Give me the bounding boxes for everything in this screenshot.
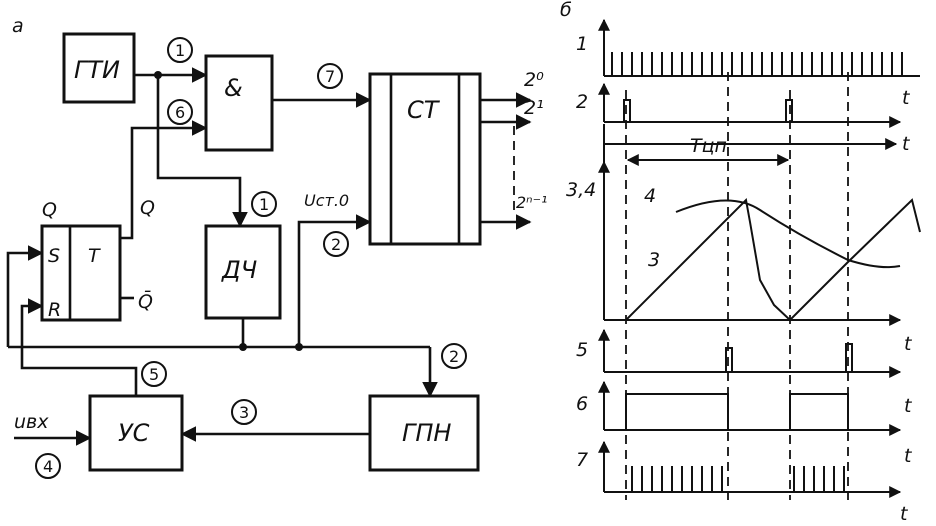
circled-number-1-divider: 1	[251, 191, 277, 217]
circled-number-3: 3	[231, 399, 257, 425]
circled-number-2-gpn: 2	[441, 343, 467, 369]
svg-text:2: 2	[449, 347, 459, 366]
timing-axis-7: 7 t t	[576, 440, 913, 525]
comparator-label: УС	[118, 419, 150, 447]
timing-axis-5-label: 5	[576, 339, 588, 361]
counter-block: СТ	[368, 72, 482, 246]
timing-axis-1: 1	[576, 18, 920, 77]
timing-axis-7-t: t	[900, 503, 909, 525]
timing-axis-3-4: 3,4 t 3 4	[566, 160, 921, 355]
svg-text:1: 1	[175, 41, 185, 60]
q-side-label: Q	[140, 197, 155, 219]
input-signal-label: uвх	[14, 411, 49, 433]
comparator-block: УС	[88, 394, 184, 472]
trigger-r-label: R	[48, 299, 61, 321]
counter-label: СТ	[407, 96, 441, 124]
timing-axis-2: 2 t	[576, 82, 911, 128]
svg-text:2: 2	[331, 235, 341, 254]
and-label: &	[224, 74, 243, 102]
circled-number-6: 6	[167, 99, 193, 125]
reference-lines	[625, 72, 849, 500]
timing-axis-7-t-mid: t	[904, 445, 913, 467]
timing-axis-2-label: 2	[576, 91, 588, 113]
trigger-t-label: T	[88, 245, 101, 267]
ramp-generator-block: ГПН	[368, 394, 480, 472]
panel-b-label: б	[560, 0, 572, 21]
circled-number-1-top: 1	[167, 37, 193, 63]
reset-signal-label: Uст.0	[304, 191, 349, 210]
gti-block: ГТИ	[62, 32, 136, 104]
circled-number-5: 5	[141, 361, 167, 387]
circled-number-2-reset: 2	[323, 231, 349, 257]
timing-axis-6: 6 t	[576, 380, 913, 436]
timing-axis-1-label: 1	[576, 33, 588, 55]
svg-text:4: 4	[43, 457, 53, 476]
period-axis-t: t	[902, 133, 911, 155]
timing-axis-3-4-label: 3,4	[566, 179, 596, 201]
panel-a-label: а	[12, 15, 24, 37]
curve-3-label: 3	[648, 249, 660, 271]
ramp-generator-label: ГПН	[402, 419, 451, 447]
q-bar-label: Q̄	[138, 289, 153, 313]
timing-axis-5: 5	[576, 328, 902, 378]
q-top-label: Q	[42, 199, 57, 221]
svg-text:1: 1	[259, 195, 269, 214]
output-bit0-label: 2⁰	[524, 69, 544, 91]
divider-label: ДЧ	[221, 256, 257, 284]
timing-axis-6-label: 6	[576, 393, 588, 415]
output-bit1-label: 2¹	[524, 97, 544, 119]
gti-label: ГТИ	[74, 56, 120, 84]
circled-number-7: 7	[317, 63, 343, 89]
wires	[6, 67, 532, 446]
timing-axis-7-label: 7	[576, 449, 588, 471]
trigger-s-label: S	[48, 245, 60, 267]
output-bitn-label: 2ⁿ⁻¹	[516, 193, 547, 212]
curve-4-label: 4	[644, 185, 656, 207]
svg-text:7: 7	[325, 67, 335, 86]
period-label: Tцп	[690, 135, 727, 157]
svg-text:6: 6	[175, 103, 185, 122]
timing-axis-2-t: t	[902, 87, 911, 109]
divider-block: ДЧ	[204, 224, 282, 320]
trigger-block: S T R	[40, 224, 122, 322]
circled-number-4: 4	[35, 453, 61, 479]
svg-text:3: 3	[239, 403, 249, 422]
period-marker: Tцп t	[603, 124, 911, 170]
svg-text:5: 5	[149, 365, 159, 384]
timing-axis-6-t: t	[904, 395, 913, 417]
timing-axis-3-4-t: t	[904, 333, 913, 355]
and-block: &	[204, 54, 274, 152]
